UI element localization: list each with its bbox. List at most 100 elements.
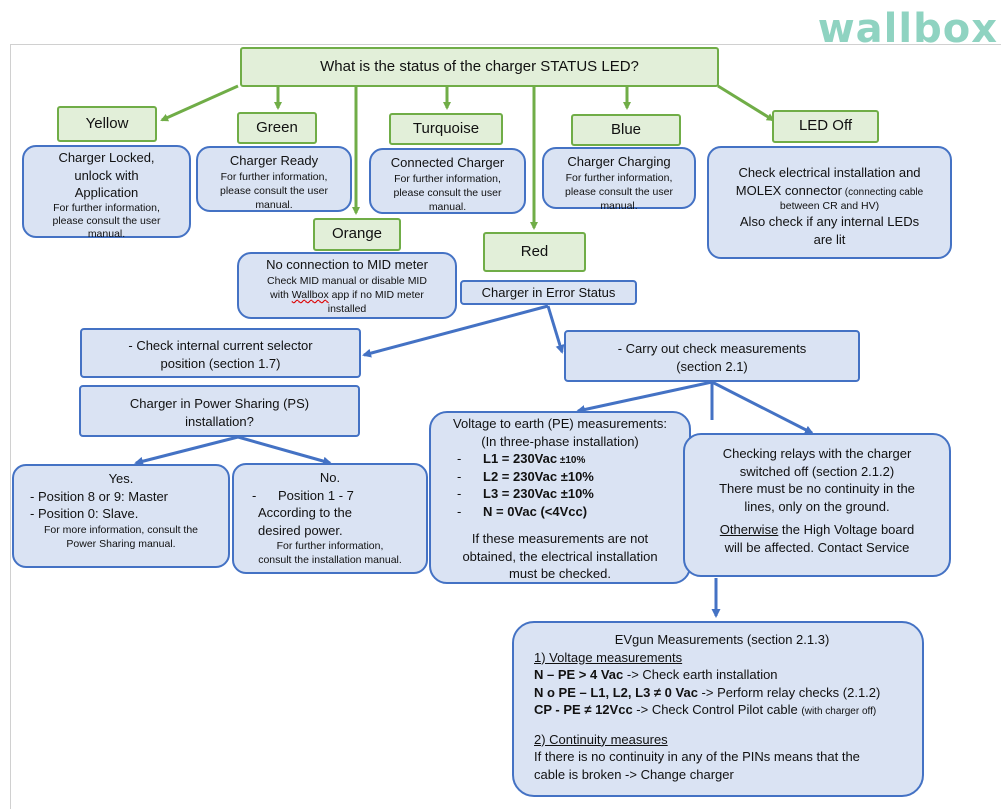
green-title: Charger Ready bbox=[229, 153, 319, 168]
no-note-1: For further information, bbox=[276, 540, 384, 553]
orange-description: No connection to MID meter Check MID man… bbox=[237, 252, 457, 319]
page-frame bbox=[10, 44, 1001, 809]
yellow-note-3: manual. bbox=[87, 227, 126, 240]
green-note-1: For further information, bbox=[220, 170, 328, 183]
no-title: No. bbox=[319, 470, 341, 485]
no-line-3: desired power. bbox=[258, 522, 343, 538]
measure-line-1: - Carry out check measurements bbox=[617, 341, 807, 356]
relays-line-1: Checking relays with the charger bbox=[722, 446, 912, 461]
green-note-3: manual. bbox=[255, 198, 293, 211]
evgun-continuity-2: cable is broken -> Change charger bbox=[534, 766, 734, 782]
evgun-row-3-action: -> Check Control Pilot cable bbox=[632, 702, 802, 718]
evgun-row-3: CP - PE ≠ 12Vcc -> Check Control Pilot c… bbox=[534, 701, 910, 719]
selector-line-1: - Check internal current selector bbox=[128, 338, 313, 353]
evgun-row-3-note: (with charger off) bbox=[801, 706, 877, 718]
voltage-item-l2: -L2 = 230Vac ±10% bbox=[457, 468, 594, 484]
ps-yes-box: Yes. - Position 8 or 9: Master - Positio… bbox=[12, 464, 230, 568]
evgun-continuity-heading: 2) Continuity measures bbox=[534, 731, 668, 747]
status-green-label: Green bbox=[237, 112, 317, 144]
power-sharing-box: Charger in Power Sharing (PS) installati… bbox=[79, 385, 360, 437]
voltage-item-l2-key: L2 = 230Vac ±10% bbox=[483, 468, 594, 484]
evgun-row-1-key: N – PE > 4 Vac bbox=[534, 667, 624, 683]
turquoise-label-text: Turquoise bbox=[412, 119, 480, 137]
voltage-item-l1: -L1 = 230Vac ±10% bbox=[457, 451, 586, 467]
question-text: What is the status of the charger STATUS… bbox=[320, 57, 639, 75]
check-measurements-box: - Carry out check measurements (section … bbox=[564, 330, 860, 382]
yes-line-1: - Position 8 or 9: Master bbox=[30, 488, 168, 504]
ps-no-box: No. - Position 1 - 7 According to the de… bbox=[232, 463, 428, 574]
orange-note-3: installed bbox=[327, 302, 367, 315]
turquoise-description: Connected Charger For further informatio… bbox=[369, 148, 526, 214]
blue-note-1: For further information, bbox=[565, 171, 673, 184]
green-note-2: please consult the user bbox=[220, 184, 328, 197]
orange-label-text: Orange bbox=[331, 225, 383, 243]
ledoff-label-text: LED Off bbox=[798, 117, 853, 135]
ps-line-2: installation? bbox=[185, 413, 254, 429]
voltage-measurements-box: Voltage to earth (PE) measurements: (In … bbox=[429, 411, 691, 584]
yellow-note-2: please consult the user bbox=[52, 214, 161, 227]
status-blue-label: Blue bbox=[571, 114, 681, 146]
relays-line-5: Otherwise the High Voltage board bbox=[691, 521, 943, 539]
evgun-row-2: N o PE – L1, L2, L3 ≠ 0 Vac -> Perform r… bbox=[534, 684, 910, 702]
evgun-body: 1) Voltage measurements N – PE > 4 Vac -… bbox=[534, 649, 910, 784]
evgun-row-3-key: CP - PE ≠ 12Vcc bbox=[534, 702, 633, 718]
no-line-2: According to the bbox=[258, 505, 352, 521]
voltage-line-1: Voltage to earth (PE) measurements: bbox=[453, 416, 667, 431]
error-status-text: Charger in Error Status bbox=[481, 285, 616, 300]
status-red-label: Red bbox=[483, 232, 586, 272]
green-label-text: Green bbox=[256, 118, 298, 136]
molex-note: (connecting cable bbox=[842, 186, 924, 198]
evgun-measurements-box: EVgun Measurements (section 2.1.3) 1) Vo… bbox=[512, 621, 924, 797]
no-note-2: consult the installation manual. bbox=[258, 554, 402, 567]
voltage-item-l3-key: L3 = 230Vac ±10% bbox=[483, 486, 594, 502]
status-ledoff-label: LED Off bbox=[772, 110, 879, 143]
blue-label-text: Blue bbox=[610, 120, 642, 138]
evgun-row-2-action: -> Perform relay checks (2.1.2) bbox=[697, 684, 881, 700]
relays-line-6: will be affected. Contact Service bbox=[724, 539, 910, 555]
error-status-box: Charger in Error Status bbox=[460, 280, 637, 305]
ledoff-line-3: between CR and HV) bbox=[779, 200, 880, 213]
status-yellow-label: Yellow bbox=[57, 106, 157, 142]
orange-note-2: with Wallbox app if no MID meter bbox=[245, 288, 449, 302]
no-line-1: - Position 1 - 7 bbox=[252, 487, 354, 503]
evgun-row-2-key: N o PE – L1, L2, L3 ≠ 0 Vac bbox=[534, 684, 698, 700]
blue-note-3: manual. bbox=[600, 199, 638, 212]
voltage-foot-3: must be checked. bbox=[509, 566, 611, 582]
blue-title: Charger Charging bbox=[567, 154, 671, 169]
turquoise-title: Connected Charger bbox=[390, 155, 505, 170]
relays-line-5b: the High Voltage board bbox=[778, 522, 915, 538]
wallbox-app-text: Wallbox bbox=[291, 288, 329, 301]
yellow-description: Charger Locked, unlock with Application … bbox=[22, 145, 191, 240]
voltage-foot-2: obtained, the electrical installation bbox=[462, 548, 658, 564]
green-description: Charger Ready For further information, p… bbox=[196, 146, 352, 212]
ledoff-line-2: MOLEX connector (connecting cable bbox=[715, 182, 944, 200]
voltage-list: -L1 = 230Vac ±10% -L2 = 230Vac ±10% -L3 … bbox=[437, 450, 683, 520]
blue-note-2: please consult the user bbox=[565, 185, 673, 198]
turquoise-note-3: manual. bbox=[428, 200, 467, 213]
status-turquoise-label: Turquoise bbox=[389, 113, 503, 145]
yes-note-1: For more information, consult the bbox=[43, 523, 199, 536]
relays-line-3: There must be no continuity in the bbox=[719, 481, 915, 497]
yellow-title-2: unlock with bbox=[74, 167, 139, 183]
yes-note-2: Power Sharing manual. bbox=[66, 537, 176, 550]
yellow-label-text: Yellow bbox=[85, 114, 129, 132]
yes-line-2: - Position 0: Slave. bbox=[30, 506, 139, 522]
measure-line-2: (section 2.1) bbox=[676, 358, 748, 374]
evgun-voltage-heading: 1) Voltage measurements bbox=[534, 649, 683, 665]
ledoff-line-5: are lit bbox=[813, 231, 846, 247]
molex-text: MOLEX connector bbox=[735, 182, 843, 198]
voltage-item-l3: -L3 = 230Vac ±10% bbox=[457, 486, 594, 502]
evgun-row-1-action: -> Check earth installation bbox=[623, 667, 778, 683]
yellow-note-1: For further information, bbox=[53, 201, 160, 214]
yes-title: Yes. bbox=[108, 471, 134, 486]
evgun-row-1: N – PE > 4 Vac -> Check earth installati… bbox=[534, 666, 910, 684]
current-selector-box: - Check internal current selector positi… bbox=[80, 328, 361, 378]
voltage-line-2: (In three-phase installation) bbox=[481, 433, 639, 449]
orange-title: No connection to MID meter bbox=[266, 257, 428, 272]
ps-line-1: Charger in Power Sharing (PS) bbox=[129, 396, 310, 411]
orange-note-2a: with bbox=[270, 288, 292, 301]
blue-description: Charger Charging For further information… bbox=[542, 147, 696, 212]
evgun-continuity-1: If there is no continuity in any of the … bbox=[534, 749, 860, 765]
orange-note-2c: app if no MID meter bbox=[328, 288, 424, 301]
yellow-title-3: Application bbox=[74, 185, 139, 201]
